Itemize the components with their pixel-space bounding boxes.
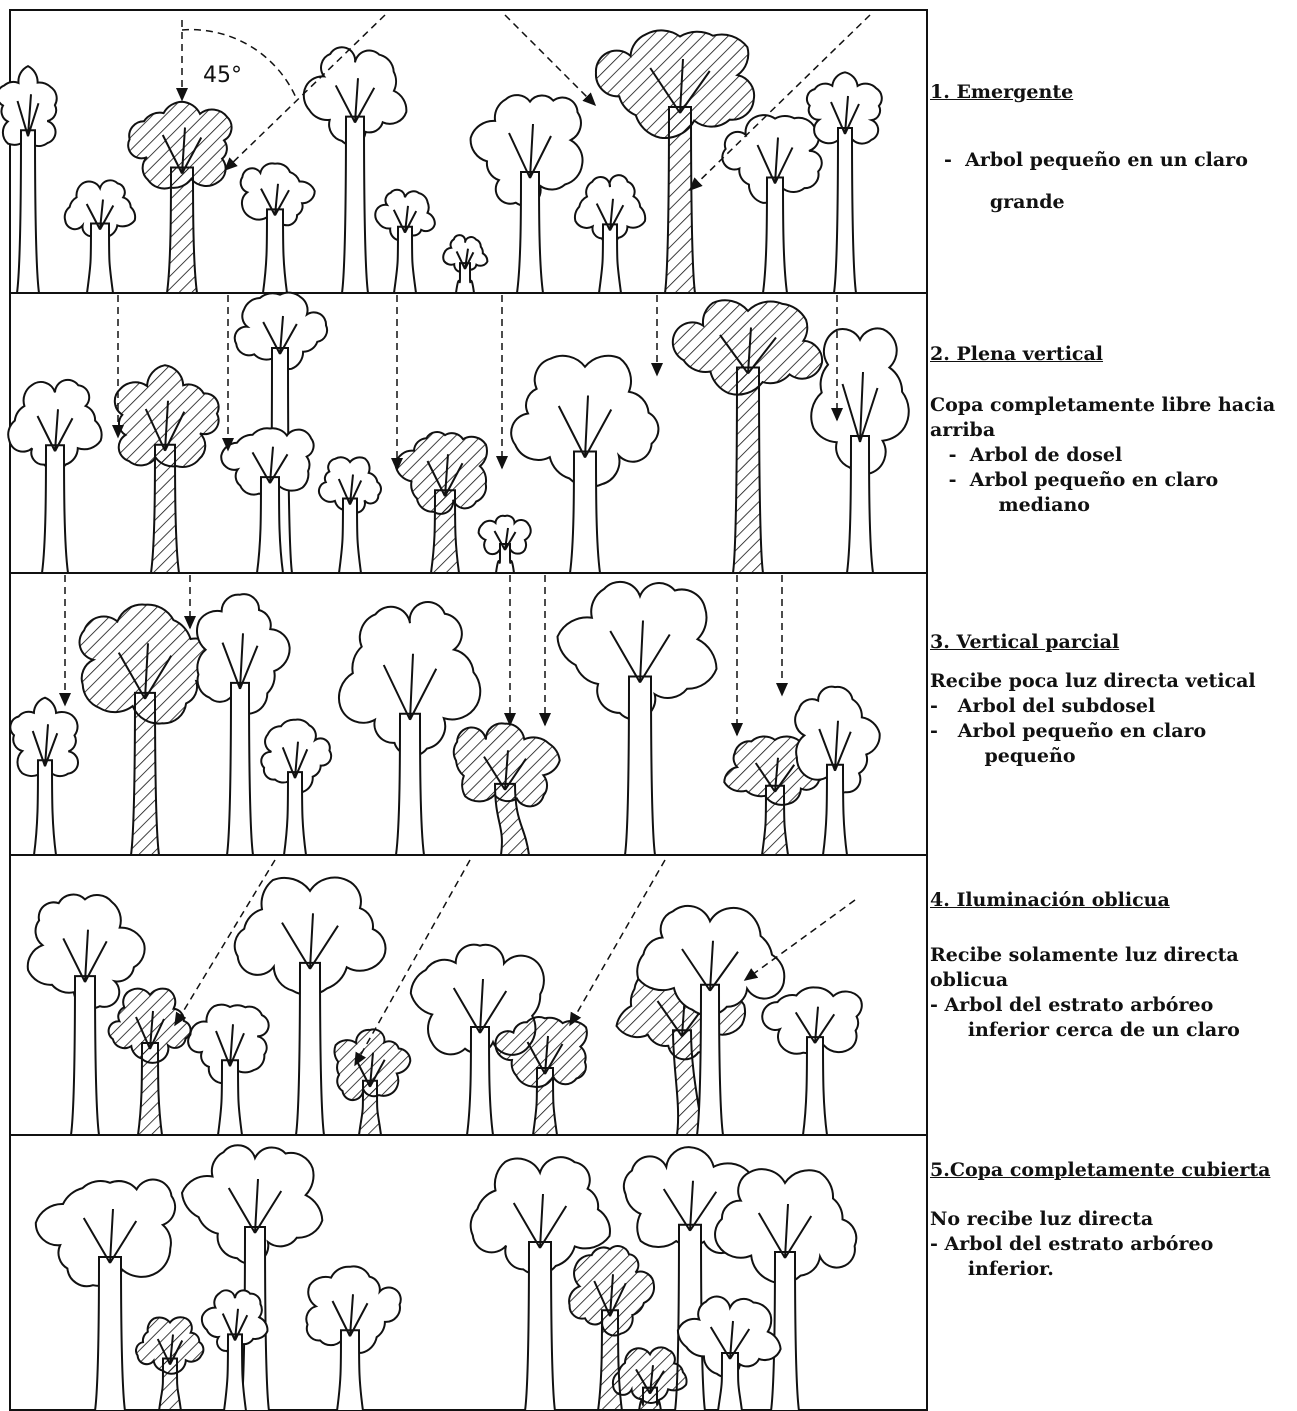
tree [197, 594, 290, 855]
legend-line: - Arbol pequeño en claro [930, 468, 1292, 493]
legend-title: 3. Vertical parcial [930, 630, 1292, 655]
legend-title: 5.Copa completamente cubierta [930, 1158, 1292, 1183]
focal-tree [495, 1017, 586, 1135]
focal-tree [136, 1317, 203, 1411]
legend-line: pequeño [930, 744, 1292, 769]
tree [10, 698, 78, 855]
tree [319, 457, 381, 573]
tree [479, 516, 531, 573]
crown-illumination-figure: 45° [0, 0, 930, 1411]
focal-tree [454, 723, 560, 855]
tree [375, 190, 435, 293]
legend-line: oblicua [930, 968, 1292, 993]
legend-title: 1. Emergente [930, 80, 1292, 105]
tree [304, 47, 407, 293]
legend-title: 4. Iluminación oblicua [930, 888, 1292, 913]
tree [795, 687, 880, 855]
legend-line: - Arbol pequeño en un claro [930, 139, 1292, 181]
legend-line: arriba [930, 418, 1292, 443]
legend-line: mediano [930, 493, 1292, 518]
focal-tree [128, 102, 231, 293]
legend-panel-2: 2. Plena vertical Copa completamente lib… [930, 342, 1292, 518]
legend-line: - Arbol del estrato arbóreo [930, 993, 1292, 1018]
legend-line: - Arbol pequeño en claro [930, 719, 1292, 744]
tree [443, 235, 487, 293]
tree [36, 1180, 175, 1411]
tree [8, 380, 101, 573]
tree [722, 115, 821, 293]
tree [188, 1005, 269, 1135]
tree [0, 66, 57, 293]
focal-tree [109, 989, 191, 1135]
legend-line: Copa completamente libre hacia [930, 393, 1292, 418]
tree [221, 428, 313, 573]
legend-line: - Arbol de dosel [930, 443, 1292, 468]
tree [306, 1266, 400, 1411]
tree [575, 175, 645, 293]
angle-label: 45° [203, 63, 242, 88]
legend-line: inferior cerca de un claro [930, 1018, 1292, 1043]
legend-line: No recibe luz directa [930, 1207, 1292, 1232]
legend-line: Recibe poca luz directa vetical [930, 669, 1292, 694]
legend-panel-5: 5.Copa completamente cubierta No recibe … [930, 1158, 1292, 1282]
legend-line: - Arbol del estrato arbóreo [930, 1232, 1292, 1257]
tree [182, 1145, 322, 1411]
legend-panel-1: 1. Emergente - Arbol pequeño en un claro… [930, 80, 1292, 223]
tree [471, 95, 583, 293]
legend-line: - Arbol del subdosel [930, 694, 1292, 719]
focal-tree [396, 432, 487, 573]
tree [762, 987, 862, 1135]
tree [65, 180, 135, 293]
focal-tree [334, 1029, 410, 1135]
focal-tree [115, 365, 219, 573]
tree [811, 328, 908, 573]
tree [261, 720, 331, 855]
legend-line: grande [930, 181, 1292, 223]
tree [558, 582, 717, 855]
tree [807, 72, 882, 293]
tree [511, 356, 658, 573]
tree [241, 163, 315, 293]
legend-panel-3: 3. Vertical parcial Recibe poca luz dire… [930, 630, 1292, 769]
focal-tree [673, 300, 822, 573]
legend-title: 2. Plena vertical [930, 342, 1292, 367]
tree [339, 602, 480, 855]
legend-line: Recibe solamente luz directa [930, 943, 1292, 968]
legend-panel-4: 4. Iluminación oblicua Recibe solamente … [930, 888, 1292, 1043]
light-arrow [505, 15, 595, 105]
legend-line: inferior. [930, 1257, 1292, 1282]
